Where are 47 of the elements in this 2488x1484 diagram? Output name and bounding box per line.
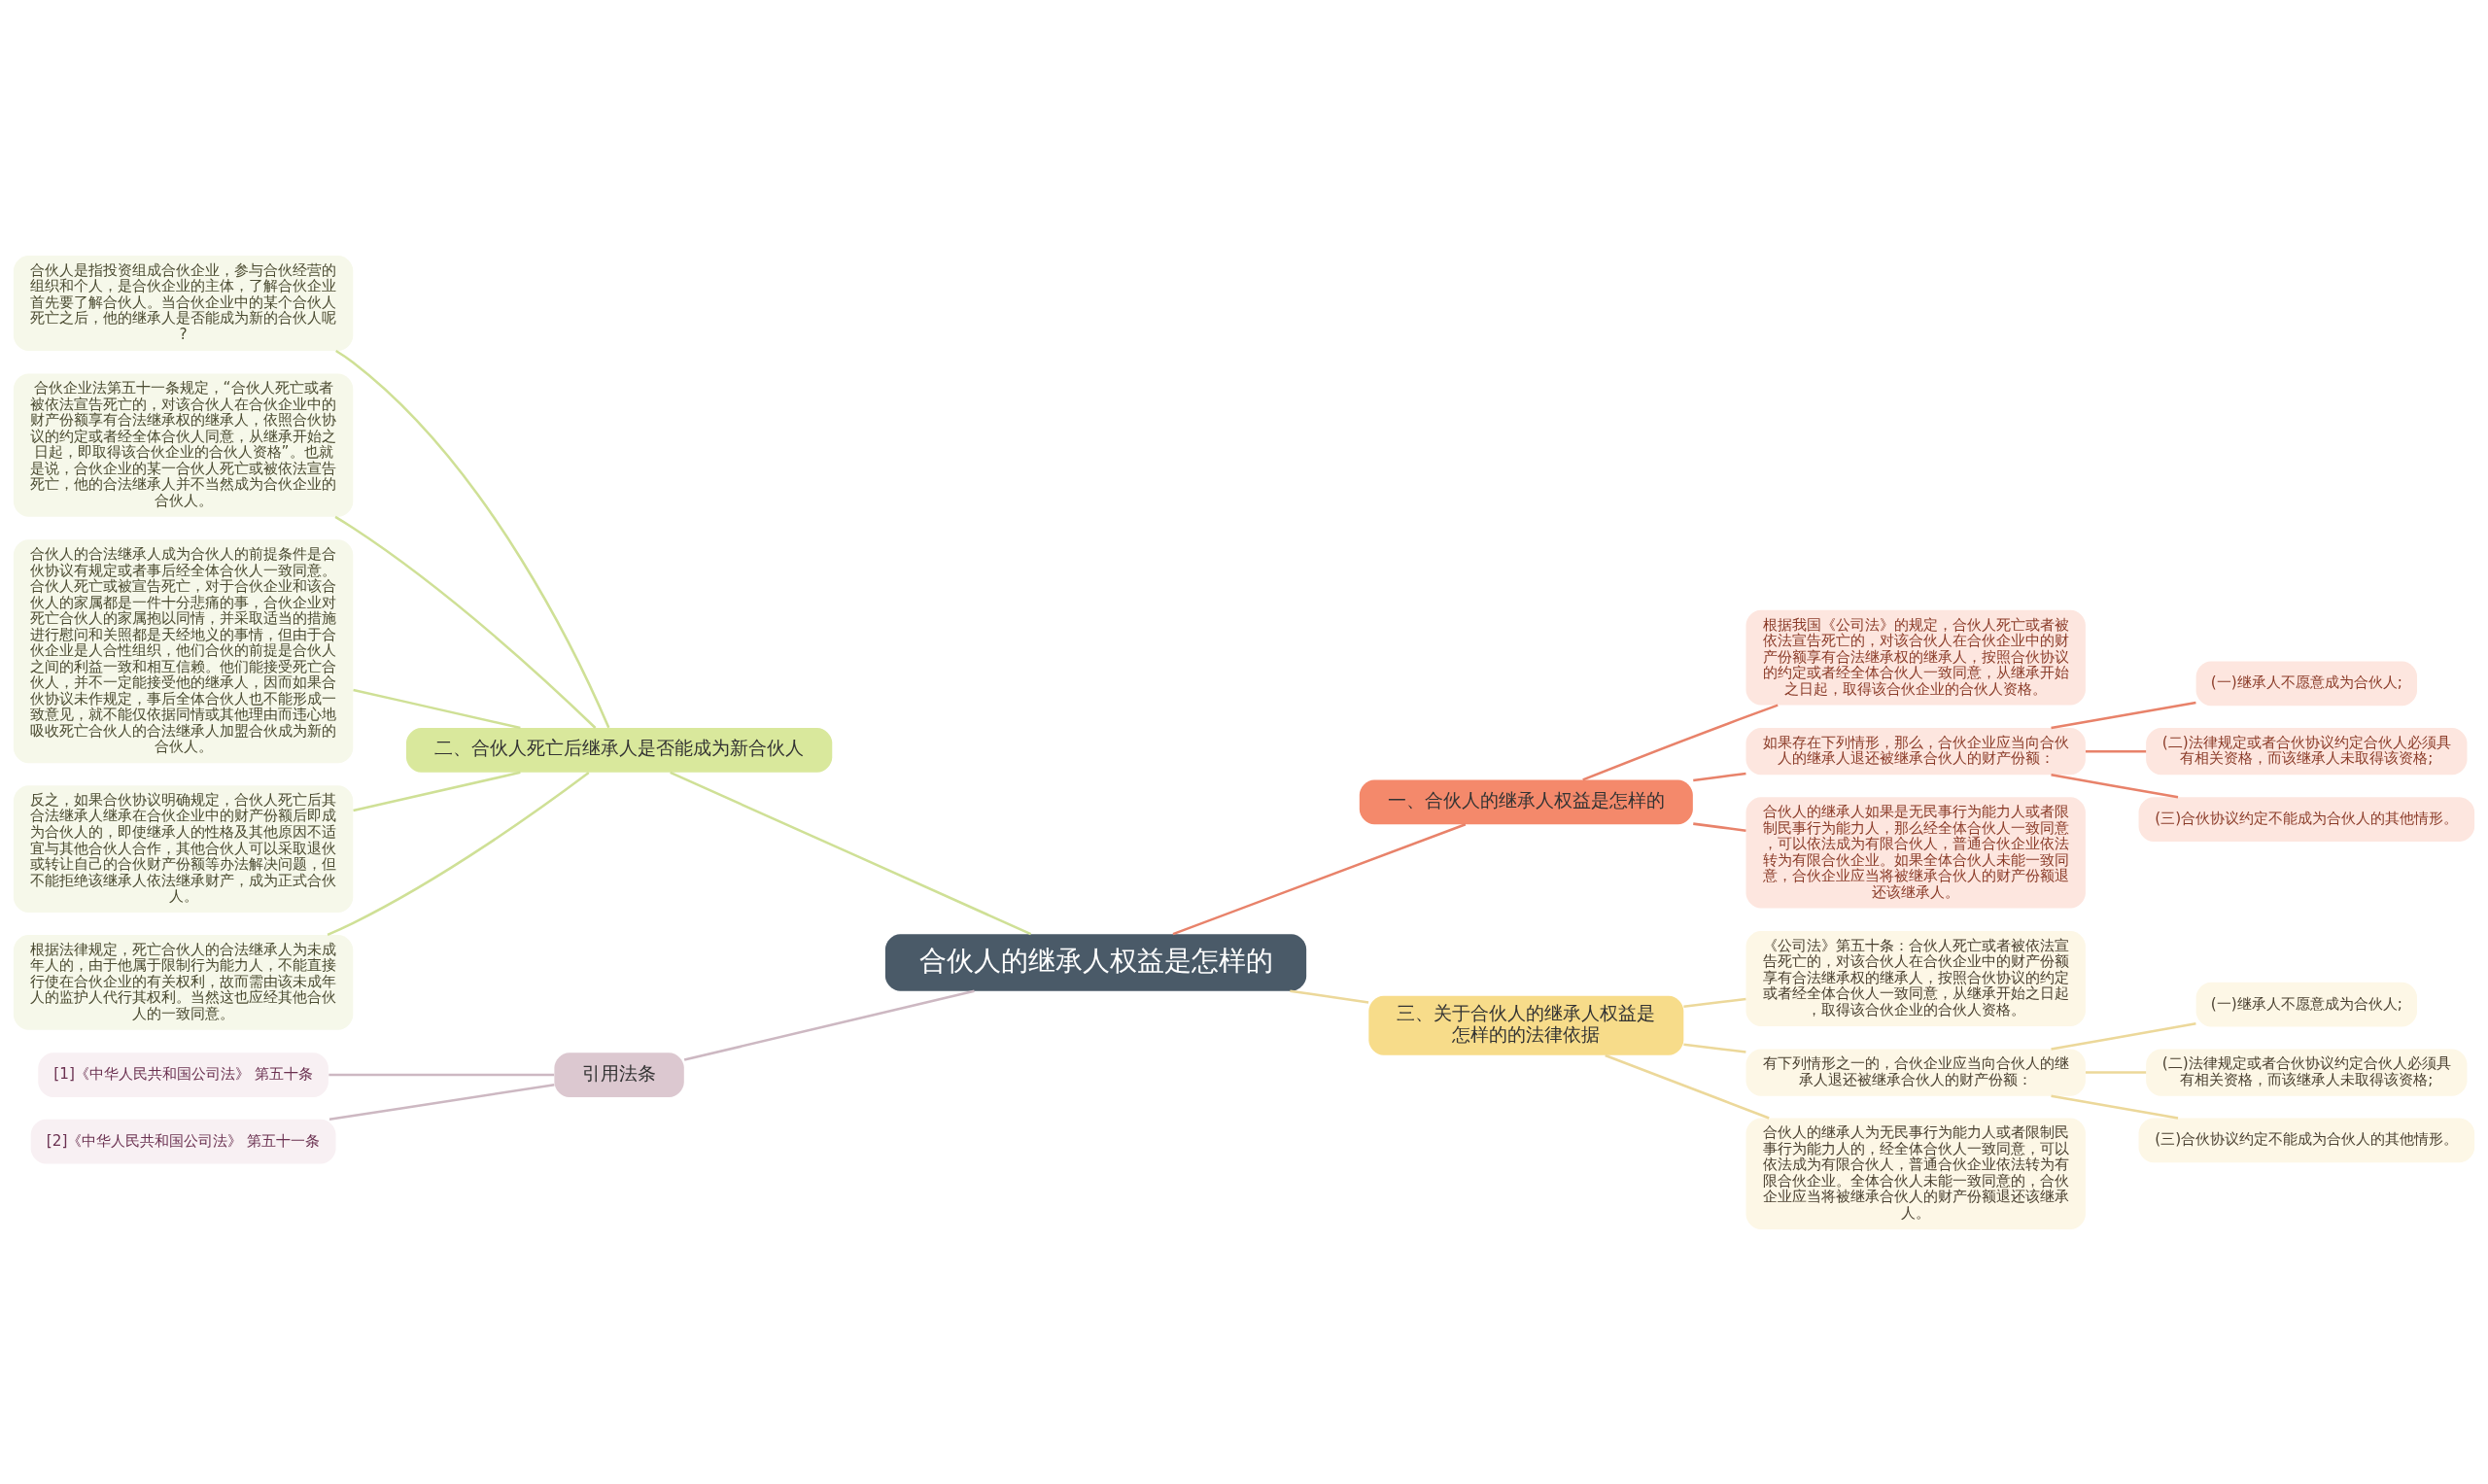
connector: [2051, 1021, 2196, 1051]
connector: [2051, 773, 2179, 798]
connector: [1172, 822, 1467, 935]
node-box: (二)法律规定或者合伙协议约定合伙人必须具有相关资格，而该继承人未取得该资格;: [2146, 727, 2468, 775]
node-box: 合伙人的继承人如果是无民事行为能力人或者限制民事行为能力人，那么经全体合伙人一致同意，可以依法成为有限合伙人，普通合伙企业依法转为有限合伙企业。如果全体合伙人未能一致同意，合伙企业应当将被继承合伙人的财产份额退还该继承人。: [1745, 796, 2086, 909]
connector: [1582, 704, 1779, 781]
node-box: 引用法条: [554, 1052, 684, 1097]
node-box: 三、关于合伙人的继承人权益是怎样的的法律依据: [1368, 995, 1684, 1055]
node-box: (三)合伙协议约定不能成为合伙人的其他情形。: [2138, 1118, 2475, 1162]
node-box: 合伙企业法第五十一条规定，“合伙人死亡或者被依法宣告死亡的，对该合伙人在合伙企业中的财产份额享有合法继承权的继承人，依照合伙协议的约定或者经全体合伙人同意，从继承开始之日起，即取得该合伙企业的合伙人资格”。也就是说，合伙企业的某一合伙人死亡或被依法宣告死亡，他的合法继承人并不当然成为合伙企业的合伙人。: [13, 372, 354, 517]
connector: [1693, 821, 1746, 832]
connector: [1683, 997, 1746, 1008]
node-box: 反之，如果合伙协议明确规定，合伙人死亡后其合法继承人继承在合伙企业中的财产份额后即成为合伙人的，即使继承人的性格及其他原因不适宜与其他合伙人合作，其他合伙人可以采取退伙或转让自己的合伙财产份额等办法解决问题，但不能拒绝该继承人依法继承财产，成为正式合伙人。: [13, 784, 354, 913]
node-box: 合伙人是指投资组成合伙企业，参与合伙经营的组织和个人，是合伙企业的主体，了解合伙企业首先要了解合伙人。当合伙企业中的某个合伙人死亡之后，他的继承人是否能成为新的合伙人呢?: [13, 255, 354, 351]
node-box: 二、合伙人死亡后继承人是否能成为新合伙人: [405, 727, 833, 773]
connector: [328, 1083, 555, 1121]
node-box: 如果存在下列情形，那么，合伙企业应当向合伙人的继承人退还被继承合伙人的财产份额：: [1745, 727, 2086, 775]
node-box: (一)继承人不愿意成为合伙人;: [2195, 660, 2418, 706]
connector: [328, 1073, 555, 1076]
node-box: (二)法律规定或者合伙协议约定合伙人必须具有相关资格，而该继承人未取得该资格;: [2146, 1048, 2468, 1096]
node-box: 合伙人的合法继承人成为合伙人的前提条件是合伙协议有规定或者事后经全体合伙人一致同意。合伙人死亡或被宣告死亡，对于合伙企业和该合伙人的家属都是一件十分悲痛的事，合伙企业对死亡合伙人的家属抱以同情，并采取适当的措施进行慰问和关照都是天经地义的事情，但由于合伙企业是人合性组织，他们合伙的前提是合伙人之间的利益一致和相互信赖。他们能接受死亡合伙人，并不一定能接受他的继承人，因而如果合伙协议未作规定，事后全体合伙人也不能形成一致意见，就不能仅依据同情或其他理由而违心地吸收死亡合伙人的合法继承人加盟合伙成为新的合伙人。: [13, 538, 354, 763]
node-box: 一、合伙人的继承人权益是怎样的: [1359, 778, 1693, 824]
connector: [335, 349, 610, 728]
connector: [2085, 1070, 2147, 1074]
connector: [2051, 1093, 2179, 1120]
connector: [327, 771, 590, 936]
connector: [1605, 1053, 1770, 1120]
node-box: 根据法律规定，死亡合伙人的合法继承人为未成年人的，由于他属于限制行为能力人，不能直接行使在合伙企业的有关权利，故而需由该未成年人的监护人代行其权利。当然这也应经其他合伙人的一致同意。: [13, 934, 354, 1030]
node-box: [1]《中华人民共和国公司法》 第五十条: [38, 1052, 328, 1097]
connector: [683, 989, 975, 1061]
node-box: (三)合伙协议约定不能成为合伙人的其他情形。: [2138, 796, 2475, 842]
node-box: 合伙人的继承人为无民事行为能力人或者限制民事行为能力人的，经全体合伙人一致同意，可以依法成为有限合伙人，普通合伙企业依法转为有限合伙企业。全体合伙人未能一致同意的，合伙企业应当将被继承合伙人的财产份额退还该继承人。: [1745, 1118, 2086, 1229]
connector: [1683, 1043, 1746, 1053]
node-box: 根据我国《公司法》的规定，合伙人死亡或者被依法宣告死亡的，对该合伙人在合伙企业中的财产份额享有合法继承权的继承人，按照合伙协议的约定或者经全体合伙人一致同意，从继承开始之日起，取得该合伙企业的合伙人资格。: [1745, 609, 2086, 706]
connector: [1290, 988, 1369, 1004]
node-box: 有下列情形之一的，合伙企业应当向合伙人的继承人退还被继承合伙人的财产份额：: [1745, 1048, 2086, 1096]
node-box: 合伙人的继承人权益是怎样的: [884, 933, 1307, 991]
connector: [2051, 701, 2196, 729]
connector: [1693, 772, 1746, 781]
connector: [353, 771, 521, 811]
node-box: (一)继承人不愿意成为合伙人;: [2195, 982, 2418, 1027]
connector: [353, 688, 521, 729]
node-box: 《公司法》第五十条：合伙人死亡或者被依法宣告死亡的，对该合伙人在合伙企业中的财产份额享有合法继承权的继承人，按照合伙协议的约定或者经全体合伙人一致同意，从继承开始之日起，取得该合伙企业的合伙人资格。: [1745, 930, 2086, 1026]
node-box: [2]《中华人民共和国公司法》 第五十一条: [30, 1119, 336, 1164]
connector: [670, 771, 1032, 935]
connector: [334, 515, 597, 729]
connector: [2085, 749, 2147, 752]
